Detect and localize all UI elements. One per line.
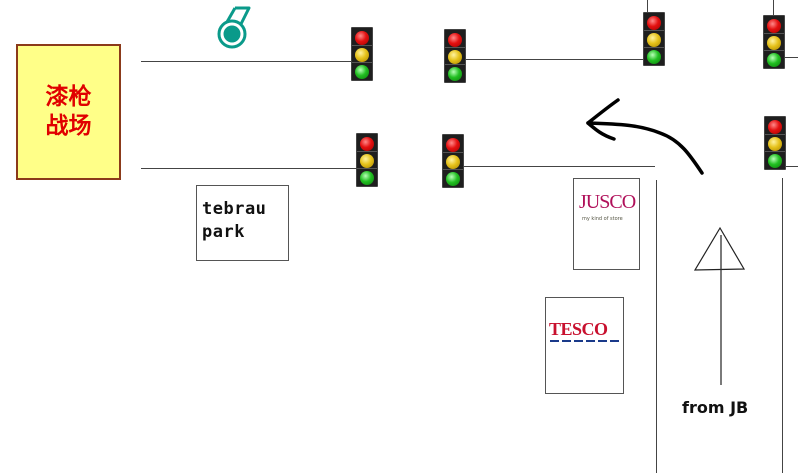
red-lamp [768,120,782,134]
green-lamp [647,50,661,64]
jusco-logo: JUSCO [579,191,636,213]
yellow-lamp [360,154,374,168]
traffic-light-icon [351,27,373,81]
yellow-lamp [448,50,462,64]
green-lamp [446,172,460,186]
road-lower-middle [462,166,655,167]
green-lamp [360,171,374,185]
destination-label: 漆枪战场 [45,84,92,139]
road-upper-left [141,61,373,62]
origin-label: from JB [682,398,749,417]
yellow-lamp [768,137,782,151]
tesco-logo: TESCO [549,319,608,339]
curved-arrow-left-icon [586,98,704,175]
road-main-left-edge [656,180,657,473]
yellow-lamp [647,33,661,47]
traffic-light-icon [764,116,786,170]
red-lamp [355,31,369,45]
traffic-light-icon [356,133,378,187]
road-upper-middle [465,59,645,60]
traffic-light-icon [763,15,785,69]
road-lower-left [141,168,373,169]
road-main-right-edge [782,178,783,473]
red-lamp [448,33,462,47]
red-lamp [767,19,781,33]
road-right-stub-upper [784,57,798,58]
road-top-connector-2 [773,0,774,15]
tesco-logo-stripes [550,340,620,342]
landmark-tesco: TESCO [545,297,624,394]
yellow-lamp [355,48,369,62]
green-lamp [767,53,781,67]
red-lamp [647,16,661,30]
jusco-tagline: my kind of store [582,216,623,222]
red-lamp [360,137,374,151]
road-right-stub-lower [784,166,798,167]
yellow-lamp [767,36,781,50]
green-lamp [448,67,462,81]
landmark-jusco: JUSCO my kind of store [573,178,640,270]
yellow-lamp [446,155,460,169]
destination-paintball-field: 漆枪战场 [16,44,121,180]
traffic-light-icon [643,12,665,66]
traffic-light-icon [444,29,466,83]
landmark-tebrau-park: tebrau park [196,185,289,261]
green-lamp [355,65,369,79]
green-lamp [768,154,782,168]
red-lamp [446,138,460,152]
up-arrow-icon [693,226,746,385]
petronas-logo-icon [217,6,251,49]
traffic-light-icon [442,134,464,188]
landmark-label: tebrau park [202,199,267,242]
road-top-connector-1 [647,0,648,13]
